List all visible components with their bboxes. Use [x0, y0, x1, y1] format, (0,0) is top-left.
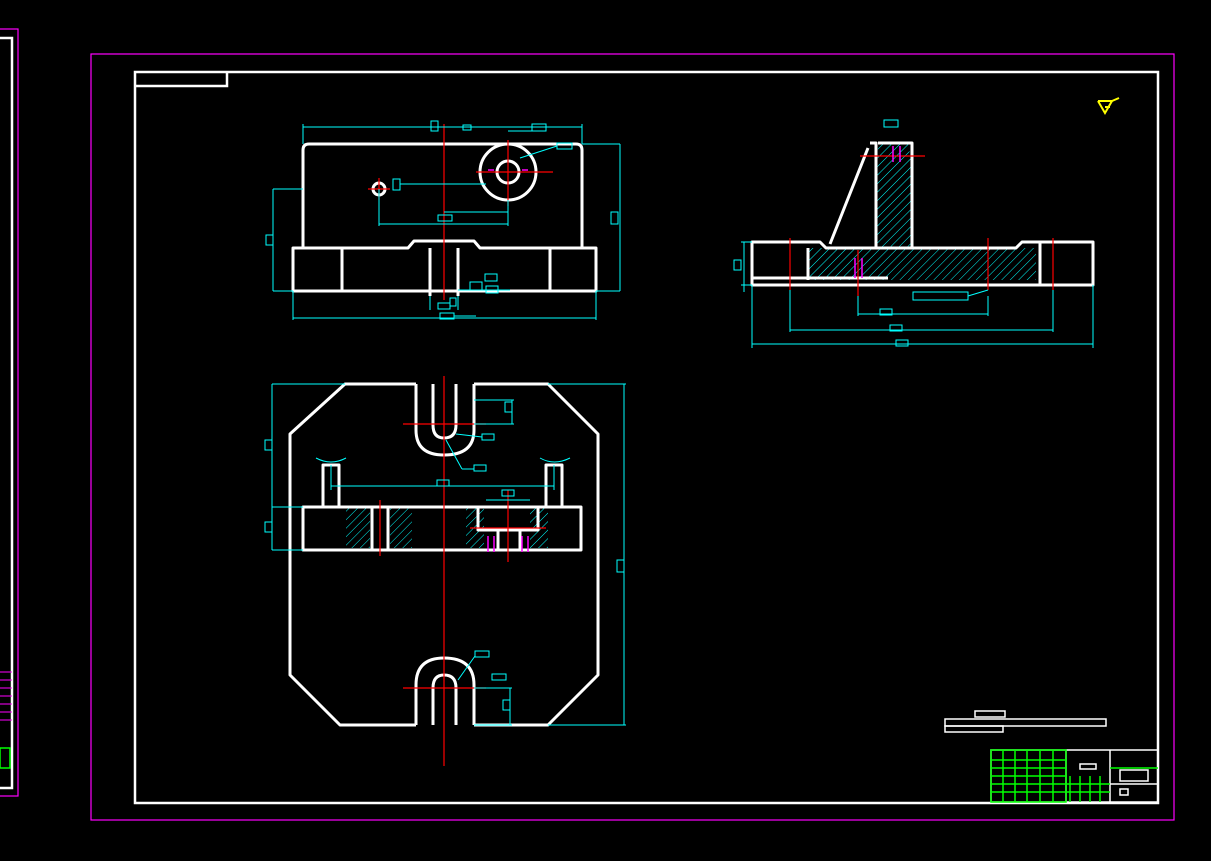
top-view[interactable]	[264, 376, 626, 766]
drawing-frame	[133, 70, 1160, 805]
sheet-outer-border	[90, 53, 1175, 821]
surface-finish-icon	[1097, 97, 1120, 115]
adjacent-sheet	[0, 28, 19, 797]
title-block[interactable]	[944, 710, 1159, 803]
front-view[interactable]	[265, 120, 621, 320]
corner-tab	[135, 72, 229, 88]
side-section-view[interactable]	[733, 119, 1095, 348]
